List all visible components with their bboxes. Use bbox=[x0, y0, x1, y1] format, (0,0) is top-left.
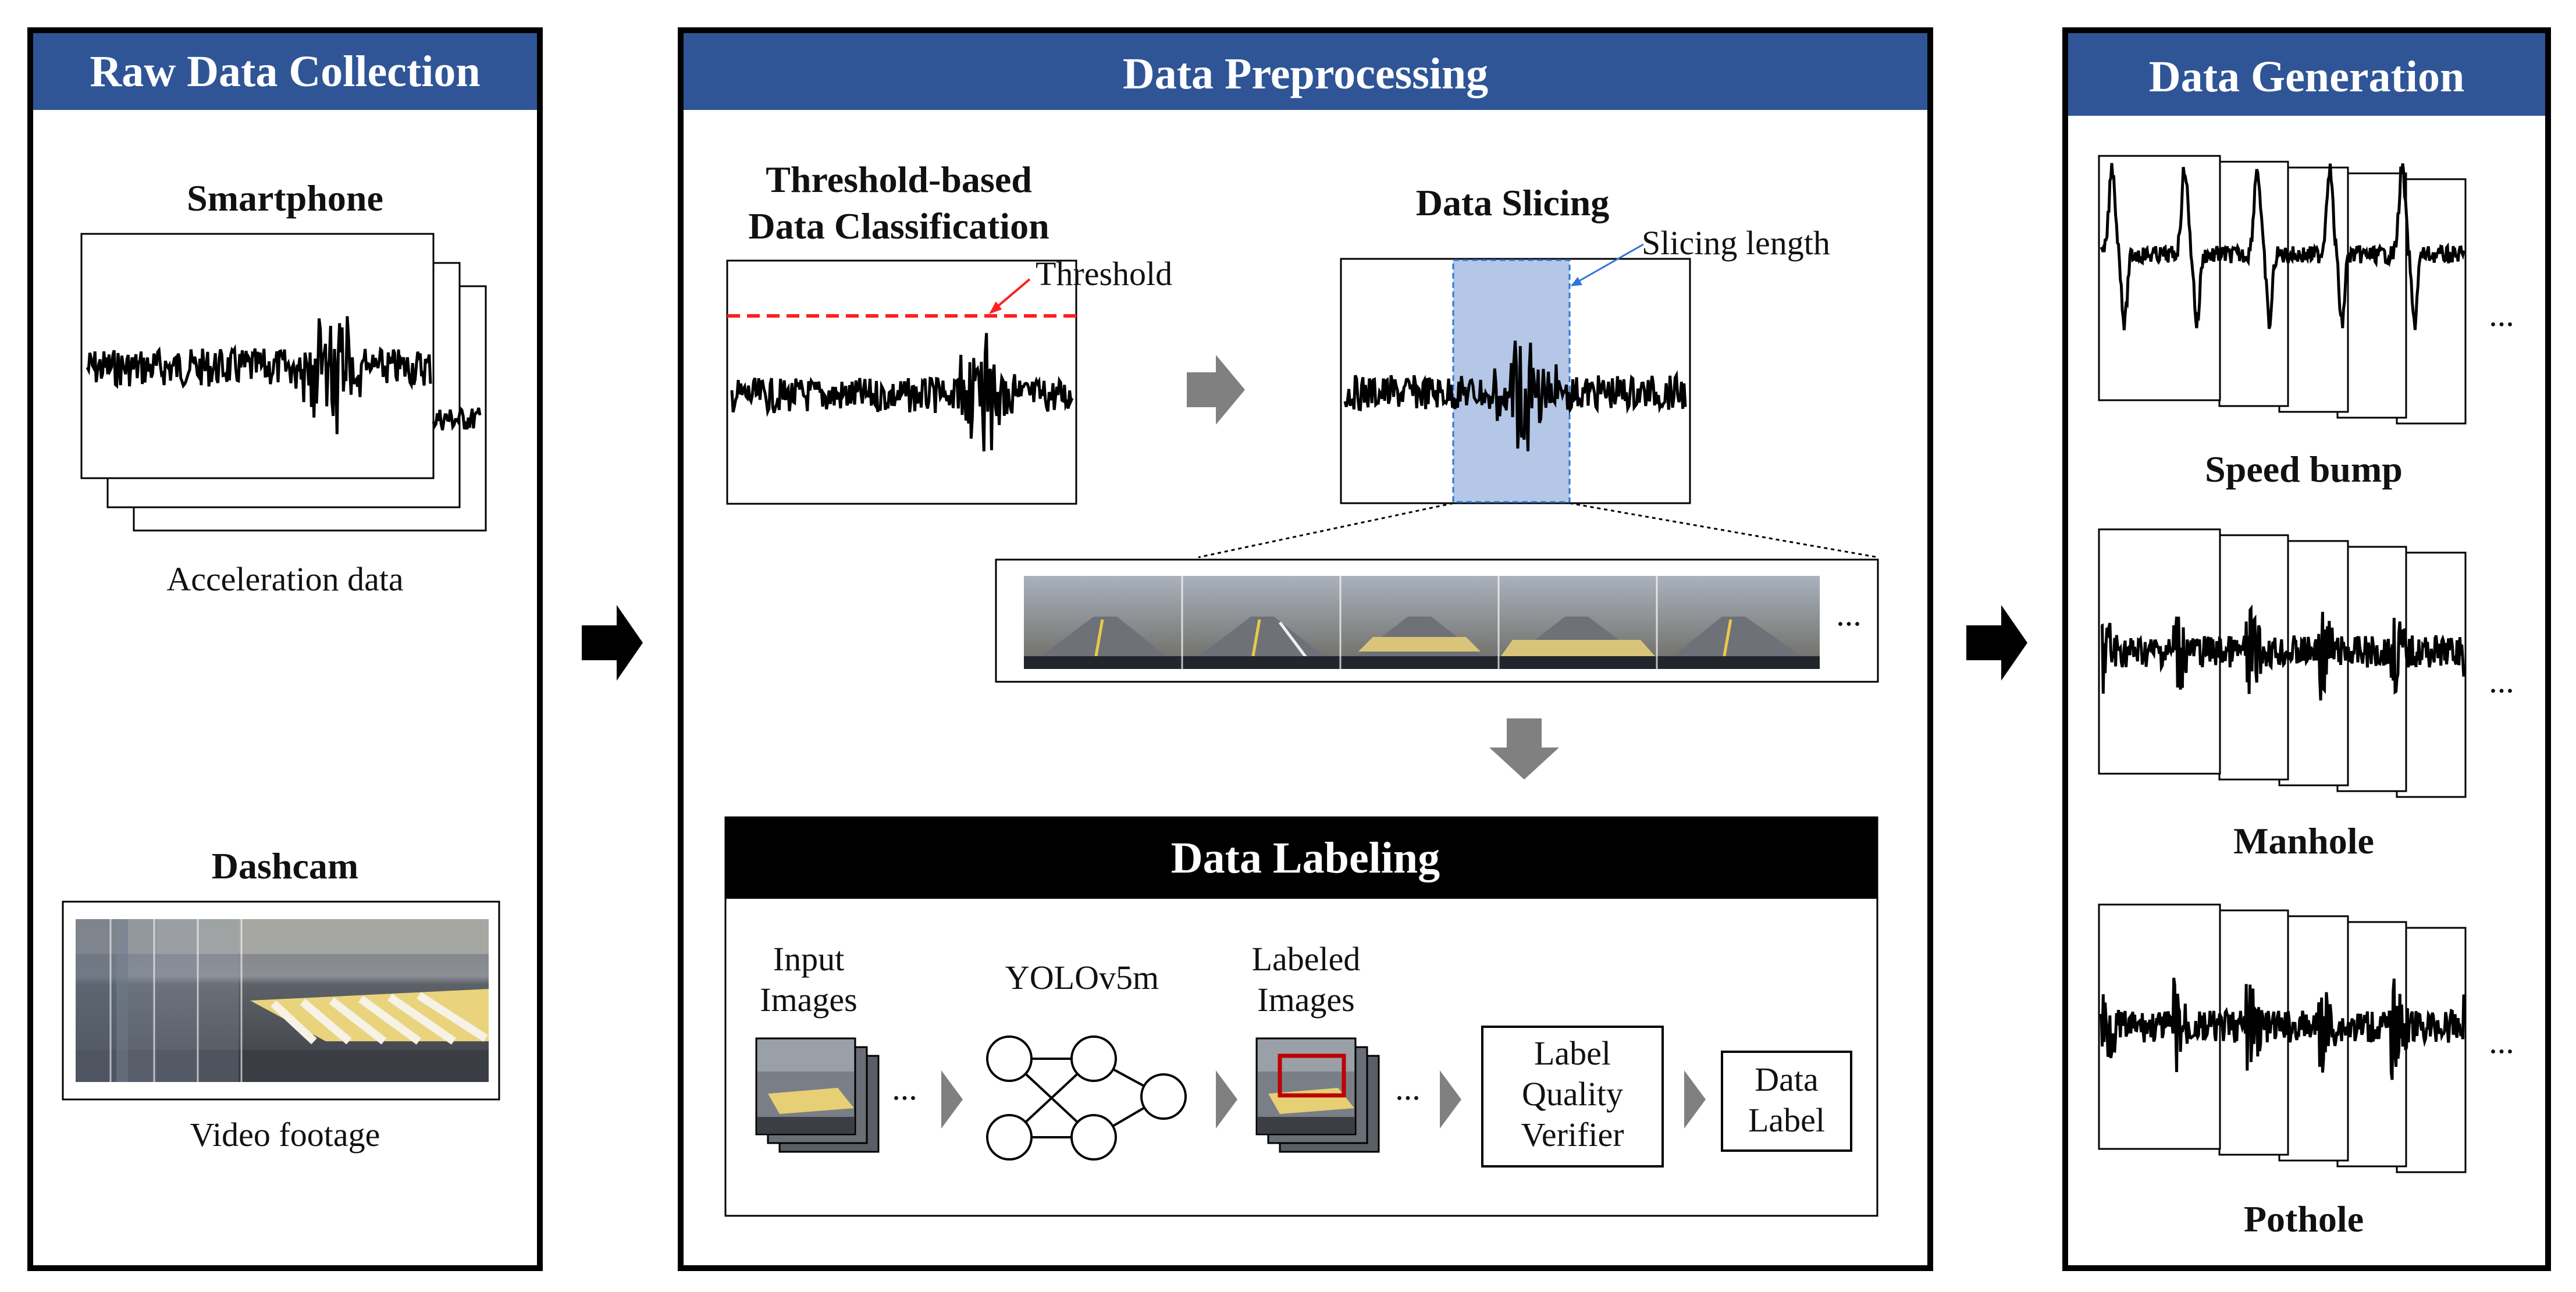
frame-strip-ellipsis: ... bbox=[1836, 595, 1862, 633]
generated-sample-frame bbox=[2396, 178, 2467, 425]
slicing-waveform bbox=[1343, 340, 1687, 451]
generated-waveform bbox=[2100, 977, 2465, 1080]
dashcam-label: Dashcam bbox=[212, 845, 358, 887]
generated-waveform bbox=[2100, 163, 2465, 330]
manhole-samples bbox=[2098, 528, 2467, 798]
pothole-label: Pothole bbox=[2244, 1198, 2364, 1240]
labeling-title: Data Labeling bbox=[1171, 834, 1440, 882]
verifier-line2: Quality bbox=[1522, 1075, 1623, 1113]
preprocessing-title: Data Preprocessing bbox=[1123, 49, 1488, 98]
smartphone-label: Smartphone bbox=[187, 177, 383, 219]
manhole-label: Manhole bbox=[2233, 820, 2374, 862]
accel-plot-front bbox=[80, 233, 435, 479]
manhole-ellipsis: ... bbox=[2489, 662, 2514, 700]
accel-caption: Acceleration data bbox=[166, 560, 403, 598]
pothole-samples bbox=[2098, 903, 2467, 1173]
raw-header bbox=[33, 33, 537, 110]
raw-title: Raw Data Collection bbox=[90, 47, 480, 96]
threshold-pointer-head bbox=[989, 301, 1002, 314]
detection-box bbox=[1278, 1053, 1346, 1098]
label-flow-arrow-4 bbox=[1684, 1070, 1706, 1129]
labeled-images-line2: Images bbox=[1257, 981, 1355, 1019]
slicing-title: Data Slicing bbox=[1416, 182, 1609, 223]
input-images-line1: Input bbox=[773, 940, 844, 978]
frame-strip bbox=[1024, 576, 1820, 669]
generation-title: Data Generation bbox=[2149, 52, 2464, 101]
label-flow-arrow-1 bbox=[941, 1070, 963, 1129]
labeling-header bbox=[725, 817, 1877, 899]
generated-sample-frame bbox=[2396, 551, 2467, 798]
frame-2 bbox=[1182, 576, 1340, 669]
generated-sample-frame bbox=[2396, 927, 2467, 1173]
input-ellipsis: ... bbox=[892, 1069, 917, 1107]
zoom-line-left bbox=[1198, 502, 1454, 558]
accel-waveform-back-tail bbox=[432, 405, 482, 431]
generated-sample-frame bbox=[2218, 161, 2289, 407]
label-flow-arrow-3 bbox=[1440, 1070, 1461, 1129]
data-label-line2: Label bbox=[1748, 1101, 1825, 1139]
threshold-waveform bbox=[730, 333, 1074, 451]
threshold-title-line1: Threshold-based bbox=[766, 159, 1032, 200]
speed-bump-samples bbox=[2098, 155, 2467, 425]
flow-arrow-2 bbox=[1966, 605, 2027, 681]
input-images-line2: Images bbox=[760, 981, 858, 1019]
generated-waveform bbox=[2101, 604, 2465, 701]
pothole-ellipsis: ... bbox=[2489, 1023, 2514, 1060]
yolo-label: YOLOv5m bbox=[1005, 959, 1159, 996]
flow-arrow-1 bbox=[582, 605, 643, 681]
threshold-label: Threshold bbox=[1036, 255, 1172, 293]
slicing-length-pointer-head bbox=[1571, 277, 1582, 286]
neural-network-icon bbox=[986, 1035, 1187, 1161]
dashcam-image bbox=[76, 919, 489, 1082]
label-flow-arrow-2 bbox=[1216, 1070, 1237, 1129]
zoom-line-right bbox=[1569, 502, 1878, 558]
threshold-title-line2: Data Classification bbox=[748, 205, 1049, 247]
process-arrow-1 bbox=[1187, 355, 1245, 425]
slicing-length-label: Slicing length bbox=[1642, 224, 1830, 262]
video-caption: Video footage bbox=[190, 1116, 380, 1154]
generation-header bbox=[2068, 33, 2545, 116]
verifier-line1: Label bbox=[1534, 1034, 1611, 1072]
label-quality-verifier-box bbox=[1481, 1026, 1664, 1168]
frame-1 bbox=[1024, 576, 1182, 669]
frame-3 bbox=[1340, 576, 1499, 669]
frame-4 bbox=[1499, 576, 1657, 669]
input-image-stack bbox=[755, 1037, 880, 1153]
accel-waveform bbox=[86, 316, 432, 435]
speed-bump-label: Speed bump bbox=[2205, 449, 2403, 490]
generated-sample-frame bbox=[2278, 166, 2349, 413]
generated-sample-frame bbox=[2278, 540, 2349, 786]
data-label-box bbox=[1721, 1051, 1852, 1152]
data-label-line1: Data bbox=[1755, 1060, 1819, 1098]
slicing-length-pointer bbox=[1571, 243, 1644, 286]
verifier-line3: Verifier bbox=[1521, 1116, 1624, 1154]
frame-5 bbox=[1657, 576, 1820, 669]
labeled-ellipsis: ... bbox=[1395, 1069, 1421, 1107]
preprocessing-header bbox=[684, 33, 1927, 110]
speed-bump-ellipsis: ... bbox=[2489, 296, 2514, 333]
labeled-images-line1: Labeled bbox=[1252, 940, 1361, 978]
process-arrow-down bbox=[1489, 718, 1559, 780]
